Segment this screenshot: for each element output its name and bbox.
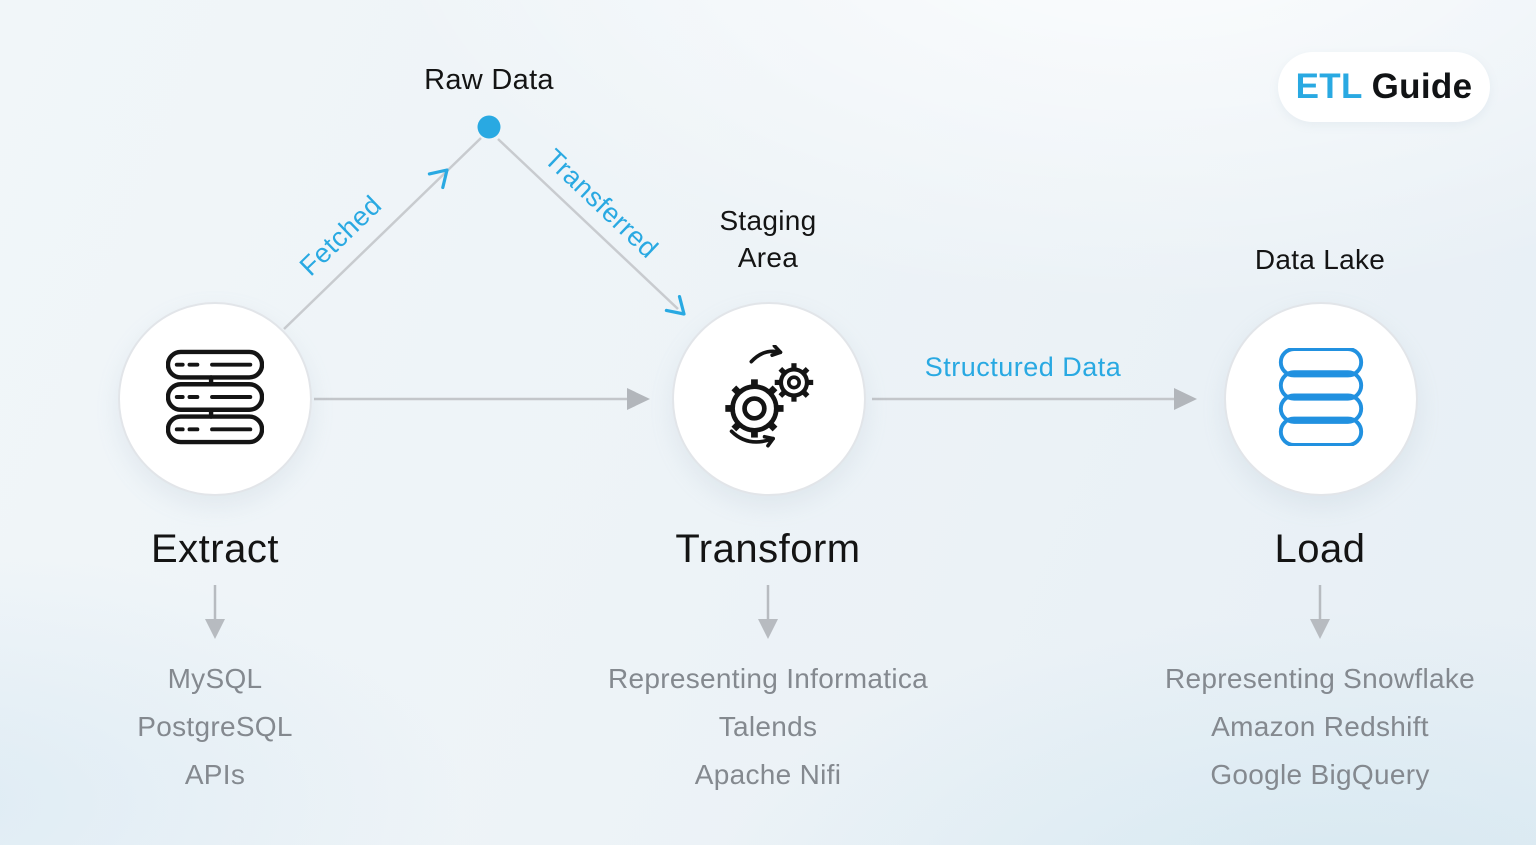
transferred-arrow xyxy=(497,138,686,316)
staging-area-line2: Area xyxy=(737,242,799,273)
stage-title-extract: Extract xyxy=(151,527,279,571)
stage-item: Google BigQuery xyxy=(1210,759,1430,790)
gears-icon xyxy=(717,343,821,454)
badge-guide-text: Guide xyxy=(1371,67,1473,106)
fetched-arrow xyxy=(283,137,482,330)
stage-item: PostgreSQL xyxy=(137,711,293,742)
staging-area-line1: Staging xyxy=(719,205,817,236)
staging-area-label: Staging Area xyxy=(719,202,816,276)
load-items: Representing Snowflake Amazon Redshift G… xyxy=(1080,655,1536,799)
extract-items: MySQL PostgreSQL APIs xyxy=(0,655,455,799)
stage-item: Representing Informatica xyxy=(607,663,929,694)
stage-title-load: Load xyxy=(1274,527,1366,571)
transform-node xyxy=(672,302,866,496)
load-down-arrow xyxy=(1310,585,1330,639)
fetched-edge-label: Fetched xyxy=(293,189,388,282)
transferred-edge-label: Transferred xyxy=(538,143,664,265)
extract-node xyxy=(118,302,312,496)
stage-title-transform: Transform xyxy=(675,527,861,571)
stage-item: APIs xyxy=(184,759,246,790)
database-icon xyxy=(165,348,265,451)
transform-items: Representing Informatica Talends Apache … xyxy=(528,655,1008,799)
transform-load-arrow xyxy=(872,388,1197,410)
extract-down-arrow xyxy=(205,585,225,639)
stage-item: Apache Nifi xyxy=(694,759,842,790)
data-lake-icon xyxy=(1272,346,1370,451)
raw-data-label: Raw Data xyxy=(424,64,554,96)
structured-data-edge-label: Structured Data xyxy=(924,352,1122,382)
data-lake-label: Data Lake xyxy=(1254,244,1386,275)
etl-guide-badge: ETL Guide xyxy=(1278,52,1490,122)
stage-item: Representing Snowflake xyxy=(1164,663,1476,694)
extract-transform-arrow xyxy=(314,388,650,410)
load-node xyxy=(1224,302,1418,496)
transform-down-arrow xyxy=(758,585,778,639)
stage-item: Amazon Redshift xyxy=(1211,711,1429,742)
stage-item: Talends xyxy=(718,711,818,742)
badge-etl-text: ETL xyxy=(1295,67,1363,106)
raw-data-point xyxy=(477,115,501,139)
stage-item: MySQL xyxy=(167,663,263,694)
